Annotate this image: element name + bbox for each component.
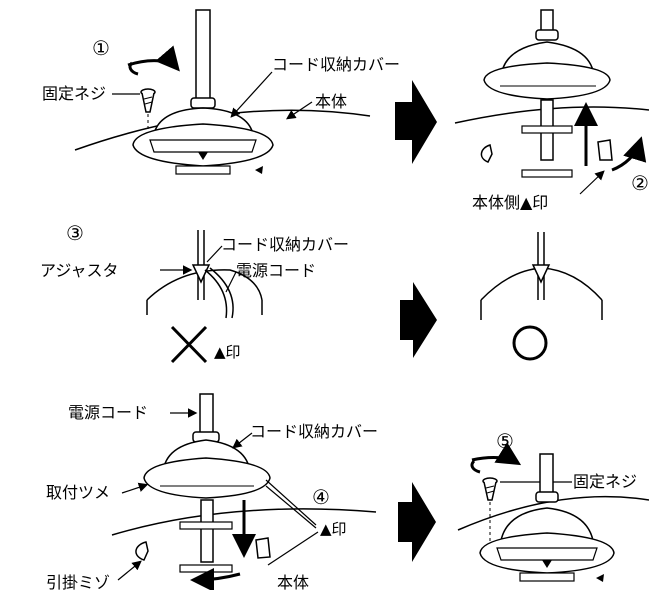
triangle-mark-icon (542, 560, 552, 568)
tab-label: 取付ツメ (46, 483, 110, 502)
mark-label: 本体側▲印 (472, 193, 548, 212)
step-4-label: ④ (312, 485, 330, 509)
step-3-label: ③ (66, 221, 84, 245)
panel-4 (480, 232, 603, 361)
mark-label: ▲印 (320, 520, 347, 538)
step-2-label: ② (631, 171, 649, 195)
cord-label: 電源コード (236, 261, 316, 280)
wrong-x-icon (170, 325, 208, 364)
correct-circle-icon (512, 325, 548, 361)
rotate-arrow-icon (471, 442, 522, 466)
panel-1: ① 固定ネジ コード収納カバー 本体 (42, 9, 400, 175)
panel-6: ⑤ 固定ネジ (457, 429, 649, 582)
screw-label: 固定ネジ (573, 472, 637, 491)
panel-5: 電源コード コード収納カバー 取付ツメ ④ ▲印 引掛ミゾ 本体 (46, 393, 378, 590)
rotate-arrow-icon (127, 45, 180, 72)
rotate-arrow-icon (611, 136, 647, 172)
next-arrow-icon (400, 282, 437, 358)
groove-label: 引掛ミゾ (46, 573, 110, 590)
adjuster-label: アジャスタ (40, 261, 119, 280)
next-arrow-icon (398, 482, 436, 562)
body-label: 本体 (277, 573, 309, 590)
step-1-label: ① (92, 36, 110, 60)
panel-3: ③ アジャスタ コード収納カバー 電源コード ▲印 (40, 221, 349, 364)
cover-label: コード収納カバー (250, 422, 378, 441)
mark-label: ▲印 (214, 343, 241, 361)
next-arrow-icon (395, 80, 437, 164)
screw-icon (482, 477, 498, 501)
cover-label: コード収納カバー (272, 55, 400, 74)
cover-label: コード収納カバー (221, 235, 349, 254)
screw-label: 固定ネジ (42, 84, 106, 103)
panel-2: ② 本体側▲印 (454, 9, 649, 212)
screw-icon (140, 88, 156, 113)
cord-label: 電源コード (68, 403, 148, 422)
rotate-arrow-icon (190, 567, 241, 590)
body-label: 本体 (315, 92, 347, 111)
step-5-label: ⑤ (496, 429, 514, 453)
